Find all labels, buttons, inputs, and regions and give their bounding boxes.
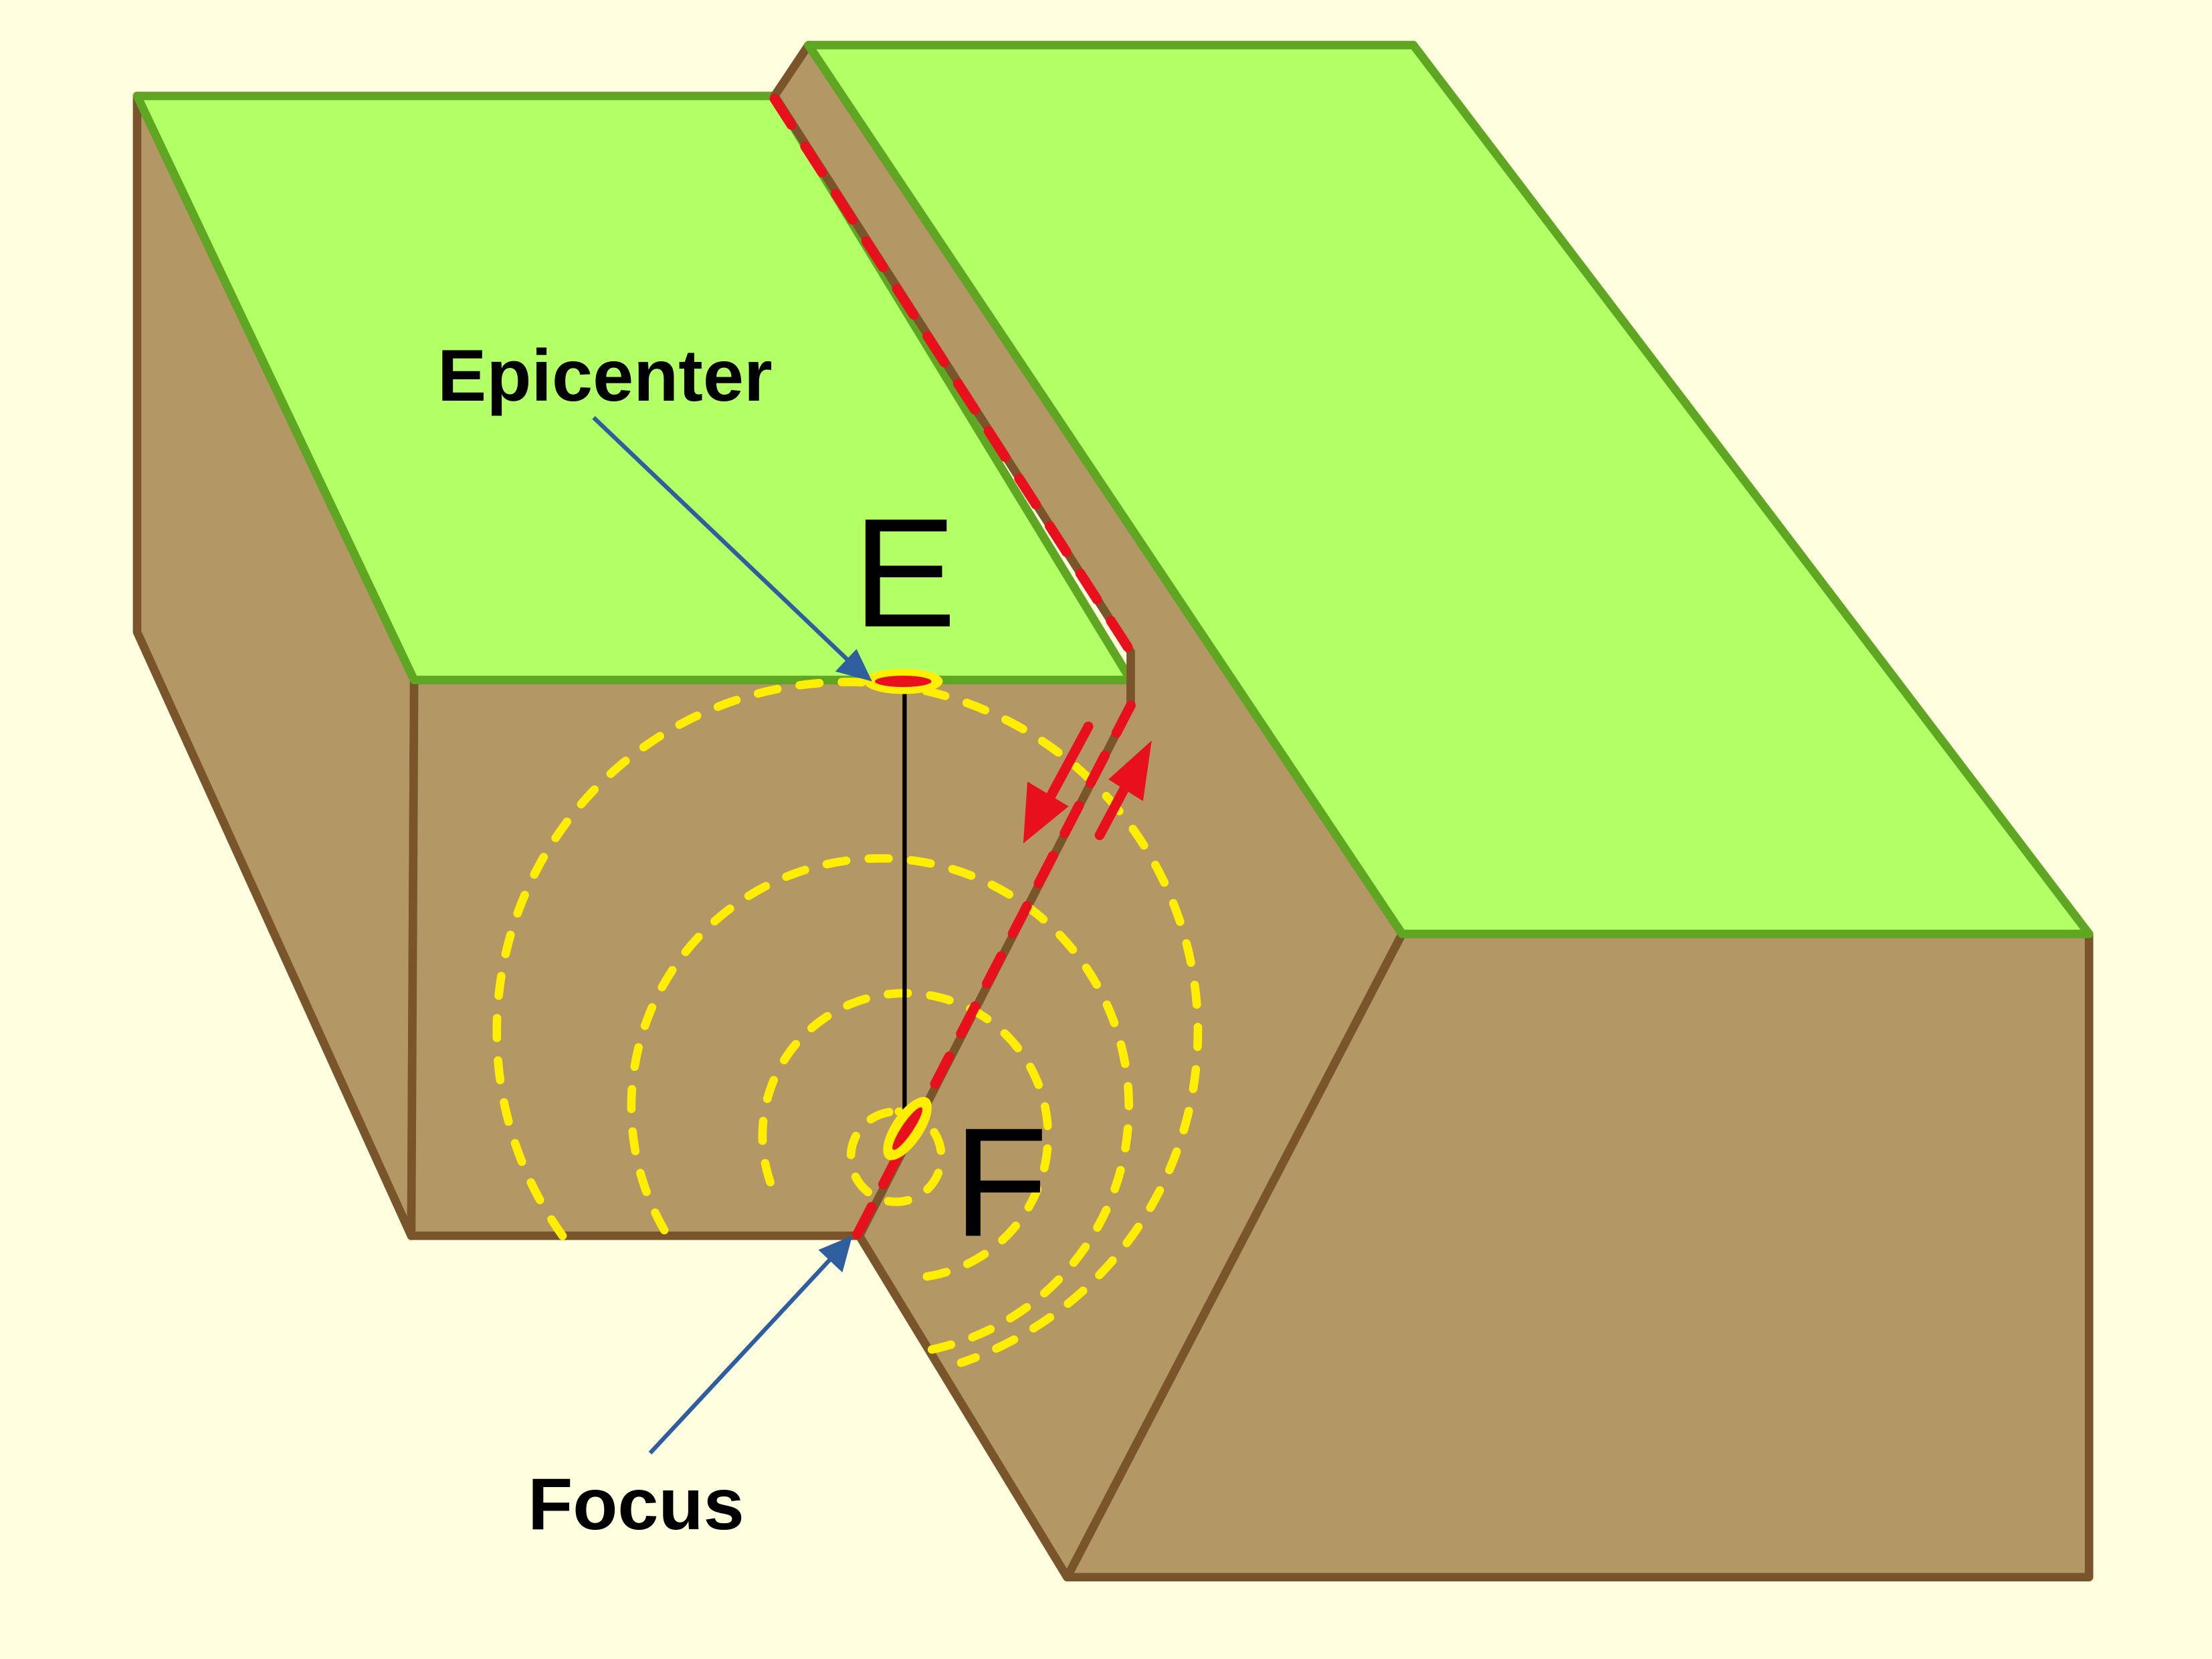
- point-e-letter: E: [853, 487, 957, 660]
- slip-arrow-down-head: [1023, 781, 1069, 844]
- focus-label: Focus: [528, 1464, 744, 1545]
- seismic-wave-ring-2: [758, 989, 1053, 1282]
- epicenter-arrow: [592, 415, 872, 682]
- epicenter-marker: [864, 668, 943, 694]
- epicenter-dot: [875, 676, 932, 688]
- fault-trace-surface: [769, 94, 1136, 657]
- slip-arrow-up-head: [1108, 741, 1152, 801]
- epicenter-arrow-head: [835, 649, 872, 682]
- focus-dot: [892, 1107, 923, 1150]
- fault-slip-arrows: [1023, 721, 1152, 844]
- fault-trace-depth: [851, 700, 1136, 1241]
- epicenter-label: Epicenter: [437, 335, 773, 417]
- focus-arrow-head: [818, 1236, 853, 1273]
- focus-arrow: [648, 1236, 853, 1455]
- focus-marker: [883, 1096, 932, 1161]
- epicenter-arrow-shaft: [592, 415, 850, 662]
- right-block-top-surface: [804, 41, 2094, 939]
- focus-arrow-shaft: [648, 1256, 833, 1455]
- seismic-wave-ring-1: [846, 1107, 946, 1206]
- point-f-letter: F: [953, 1096, 1048, 1270]
- right-block: [770, 41, 2094, 1582]
- fault-trace: [769, 94, 1136, 1241]
- seismic-waves: [492, 678, 1203, 1367]
- left-block: [132, 92, 1135, 1240]
- seismic-wave-ring-3: [627, 854, 1134, 1356]
